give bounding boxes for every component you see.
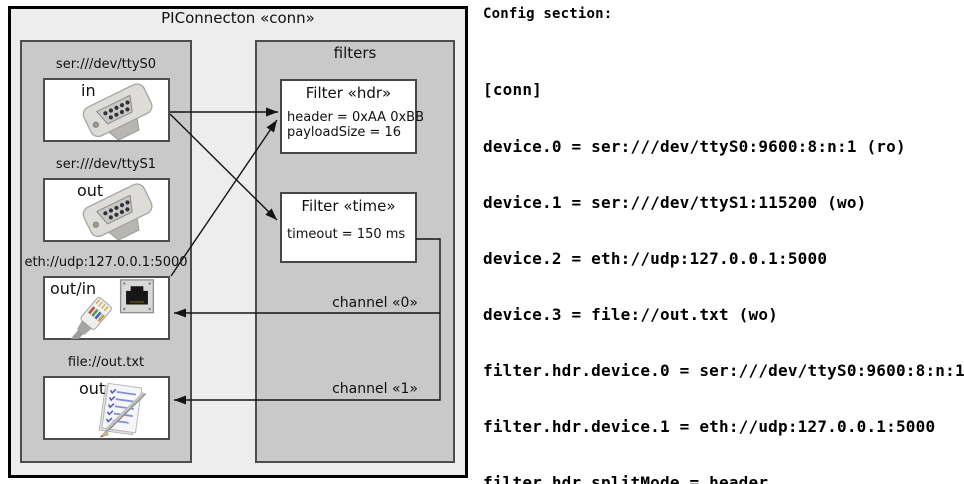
device-box-file: out [43, 376, 170, 440]
filter-time-title: Filter «time» [301, 197, 396, 215]
config-line: filter.hdr.device.1 = eth://udp:127.0.0.… [483, 417, 936, 437]
filter-time-attributes: timeout = 150 ms [287, 227, 405, 242]
config-line: [conn] [483, 80, 542, 100]
filters-column-title: filters [333, 44, 377, 62]
filter-hdr-title: Filter «hdr» [305, 84, 392, 102]
filter-attribute: timeout = 150 ms [287, 227, 406, 242]
device-box-ttys0: in [43, 78, 170, 142]
config-line: device.1 = ser:///dev/ttyS1:115200 (wo) [483, 192, 867, 212]
port-direction-label: out [77, 181, 104, 200]
filter-attribute: payloadSize = 16 [287, 125, 402, 140]
filter-attribute: header = 0xAA 0xBB [287, 110, 425, 125]
port-direction-label: in [81, 81, 96, 100]
device-label-ttys1: ser:///dev/ttyS1 [55, 157, 157, 172]
channel-1-label: channel «1» [332, 381, 418, 397]
config-line: device.2 = eth://udp:127.0.0.1:5000 [483, 248, 828, 268]
port-direction-label: out/in [50, 279, 97, 298]
device-box-ttys1: out [43, 178, 170, 242]
channel-0-label: channel «0» [332, 295, 418, 311]
device-label-eth: eth://udp:127.0.0.1:5000 [24, 255, 188, 270]
port-direction-label: out [79, 379, 106, 398]
config-line: device.0 = ser:///dev/ttyS0:9600:8:n:1 (… [483, 136, 906, 156]
config-section-heading: Config section: [483, 6, 613, 22]
device-label-file: file://out.txt [67, 355, 145, 370]
filter-time-box: Filter «time» timeout = 150 ms [280, 192, 417, 263]
device-label-ttys0: ser:///dev/ttyS0 [55, 57, 157, 72]
config-line: filter.hdr.splitMode = header [483, 473, 769, 484]
filter-hdr-attributes: header = 0xAA 0xBB payloadSize = 16 [287, 110, 424, 140]
filter-hdr-box: Filter «hdr» header = 0xAA 0xBB payloadS… [280, 79, 424, 154]
config-line: device.3 = file://out.txt (wo) [483, 304, 778, 324]
config-text-block: [conn] device.0 = ser:///dev/ttyS0:9600:… [483, 44, 964, 484]
config-line: filter.hdr.device.0 = ser:///dev/ttyS0:9… [483, 360, 964, 380]
device-box-eth: out/in [43, 276, 170, 340]
component-title: PIConnecton «conn» [161, 9, 315, 27]
